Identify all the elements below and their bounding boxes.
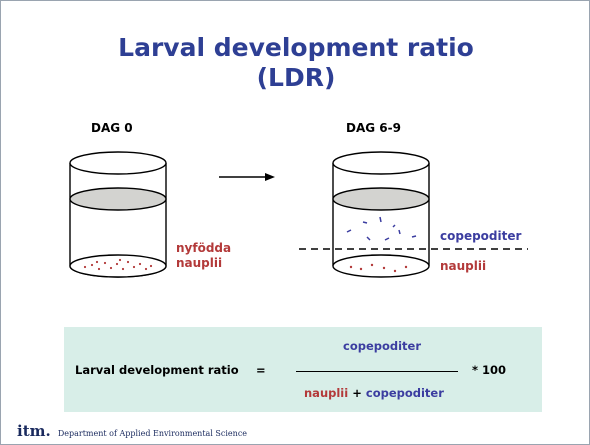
slide-title: Larval development ratio (LDR) <box>1 33 590 93</box>
formula-numerator: copepoditer <box>343 339 422 353</box>
title-line-1: Larval development ratio <box>118 33 474 62</box>
copepodite-dashes <box>346 216 417 241</box>
department-name: Department of Applied Environmental Scie… <box>57 429 248 438</box>
copepodites-label: copepoditer <box>440 229 522 243</box>
arrow-icon <box>219 173 275 181</box>
day-6-9-label: DAG 6-9 <box>346 121 401 135</box>
beaker-diagram <box>69 151 528 278</box>
fraction-line <box>296 371 458 372</box>
day-0-label: DAG 0 <box>91 121 133 135</box>
nauplii-dots-left <box>83 258 153 271</box>
formula-equals: = <box>256 363 266 377</box>
beaker-day-0 <box>69 151 167 278</box>
itm-logo: itm. <box>17 422 51 440</box>
newborn-nauplii-label: nyfödda nauplii <box>176 241 231 271</box>
footer: itm. Department of Applied Environmental… <box>17 421 247 440</box>
title-line-2: (LDR) <box>256 63 336 92</box>
newborn-label-line-1: nyfödda <box>176 241 232 255</box>
denominator-plus: + <box>352 386 362 400</box>
formula-box: Larval development ratio = copepoditer n… <box>64 327 542 412</box>
formula-denominator: nauplii + copepoditer <box>304 386 444 400</box>
newborn-label-line-2: nauplii <box>176 256 223 270</box>
beaker-day-6-9 <box>332 151 430 278</box>
denominator-nauplii: nauplii <box>304 386 349 400</box>
formula-multiplier: * 100 <box>472 363 507 377</box>
formula-lhs: Larval development ratio <box>75 363 239 377</box>
denominator-copepoditer: copepoditer <box>365 386 444 400</box>
nauplii-dots-right <box>349 263 408 273</box>
nauplii-label: nauplii <box>440 259 487 273</box>
